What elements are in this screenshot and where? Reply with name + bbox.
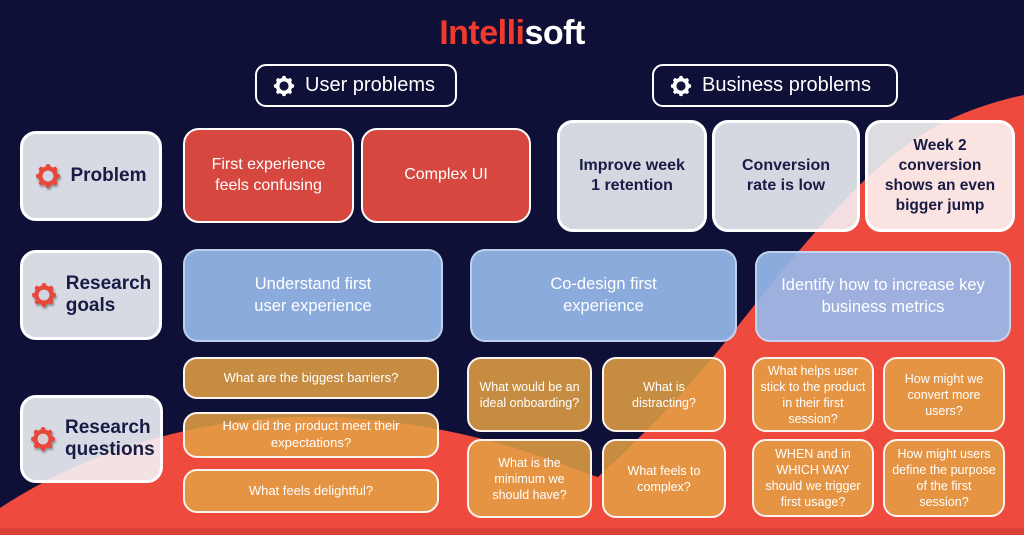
card-text: First experience feels confusing bbox=[211, 156, 326, 194]
gear-icon bbox=[670, 75, 692, 96]
research-goal-card: Identify how to increase key business me… bbox=[755, 251, 1011, 342]
business-problems-header: Business problems bbox=[652, 64, 898, 107]
research-question-card: What would be an ideal onboarding? bbox=[467, 357, 592, 432]
business-problem-card: Week 2 conversion shows an even bigger j… bbox=[865, 120, 1015, 232]
card-text: Complex UI bbox=[404, 166, 488, 184]
brand-logo: Intellisoft bbox=[0, 14, 1024, 53]
research-question-card: WHEN and in WHICH WAY should we trigger … bbox=[752, 439, 874, 517]
user-problem-card: First experience feels confusing bbox=[183, 128, 354, 223]
card-text: What feels delightful? bbox=[248, 482, 374, 498]
row-label-problem: Problem bbox=[20, 131, 162, 221]
bottom-edge-strip bbox=[0, 528, 1024, 535]
research-goal-card: Co-design first experience bbox=[470, 249, 737, 342]
row-label-problem-text: Problem bbox=[70, 165, 147, 187]
business-problems-header-label: Business problems bbox=[702, 74, 871, 96]
card-text: Improve week 1 retention bbox=[579, 156, 685, 194]
row-label-research-goals: Research goals bbox=[20, 250, 162, 340]
research-question-card: What is distracting? bbox=[602, 357, 726, 432]
research-question-card: How did the product meet their expectati… bbox=[183, 412, 439, 458]
brand-logo-part1: Intelli bbox=[439, 14, 525, 52]
card-text: How might we convert more users? bbox=[904, 371, 984, 418]
research-question-card: What is the minimum we should have? bbox=[467, 439, 592, 518]
card-text: What would be an ideal onboarding? bbox=[479, 379, 580, 410]
card-text: Co-design first experience bbox=[550, 275, 657, 315]
card-text: Conversion rate is low bbox=[741, 156, 830, 194]
card-text: How might users define the purpose of th… bbox=[892, 447, 996, 509]
gear-icon bbox=[31, 283, 56, 307]
row-label-research-questions: Research questions bbox=[20, 395, 163, 483]
card-text: Week 2 conversion shows an even bigger j… bbox=[884, 137, 996, 214]
row-label-research-goals-text: Research goals bbox=[65, 273, 152, 316]
card-text: What are the biggest barriers? bbox=[223, 369, 399, 385]
user-problems-header: User problems bbox=[255, 64, 457, 107]
row-label-research-questions-text: Research questions bbox=[65, 417, 155, 460]
card-text: What is distracting? bbox=[632, 379, 696, 410]
gear-icon bbox=[36, 164, 61, 188]
gear-icon bbox=[273, 75, 295, 96]
research-question-card: What feels delightful? bbox=[183, 469, 439, 513]
card-text: What is the minimum we should have? bbox=[492, 455, 567, 502]
card-text: WHEN and in WHICH WAY should we trigger … bbox=[765, 447, 861, 509]
card-text: What helps user stick to the product in … bbox=[760, 363, 866, 426]
user-problems-header-label: User problems bbox=[305, 74, 436, 96]
research-question-card: What are the biggest barriers? bbox=[183, 357, 439, 399]
research-question-card: How might we convert more users? bbox=[883, 357, 1005, 432]
gear-icon bbox=[31, 427, 55, 451]
business-problem-card: Conversion rate is low bbox=[712, 120, 860, 232]
research-question-card: What feels to complex? bbox=[602, 439, 726, 518]
user-problem-card: Complex UI bbox=[361, 128, 531, 223]
brand-logo-part2: soft bbox=[524, 14, 585, 52]
research-goal-card: Understand first user experience bbox=[183, 249, 443, 342]
card-text: Identify how to increase key business me… bbox=[781, 276, 985, 316]
card-text: Understand first user experience bbox=[254, 275, 372, 315]
card-text: What feels to complex? bbox=[627, 463, 701, 494]
card-text: How did the product meet their expectati… bbox=[222, 418, 400, 450]
research-question-card: What helps user stick to the product in … bbox=[752, 357, 874, 432]
business-problem-card: Improve week 1 retention bbox=[557, 120, 707, 232]
research-question-card: How might users define the purpose of th… bbox=[883, 439, 1005, 517]
